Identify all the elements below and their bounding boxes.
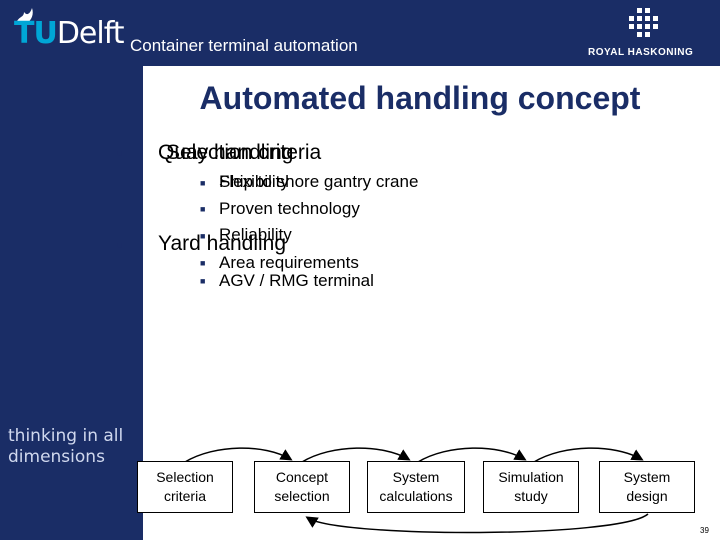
sub-bullet-agv-rmg: AGV / RMG terminal xyxy=(219,271,374,290)
sub-bullet-area: Area requirements xyxy=(219,253,359,272)
royal-haskoning-grid-icon xyxy=(629,8,658,37)
bullet-square-icon: ■ xyxy=(200,204,206,214)
arrow-3-4 xyxy=(417,447,527,463)
royal-haskoning-logo: ROYAL HASKONING xyxy=(588,47,694,58)
sub-bullet-reliability: Reliability xyxy=(219,225,292,244)
sidebar-tagline: thinking in all dimensions xyxy=(8,426,124,467)
bullet-square-icon: ■ xyxy=(117,240,123,250)
presentation-title: Container terminal automation xyxy=(130,36,358,55)
sub-bullet-sts-crane: Ship to shore gantry crane xyxy=(219,172,419,191)
tudelft-logo: TUDelft xyxy=(14,16,125,51)
flame-icon xyxy=(16,8,33,24)
arrow-4-5 xyxy=(533,447,644,463)
sidebar xyxy=(0,66,143,540)
bullet-quay-overlay: Selection criteria xyxy=(166,141,322,164)
sub-bullet-proven: Proven technology xyxy=(219,199,360,218)
sub-bullet-flexibility: Flexibility xyxy=(219,172,289,191)
bullet-quay-handling: Quay handling xyxy=(158,141,294,164)
bullet-square-icon: ■ xyxy=(200,231,206,241)
bullet-square-icon: ■ xyxy=(200,258,206,268)
arrow-2-3 xyxy=(301,447,411,463)
bullet-square-icon: ■ xyxy=(200,178,206,188)
slide-title: Automated handling concept xyxy=(199,80,641,116)
arrow-feedback xyxy=(305,513,649,534)
bullet-square-icon: ■ xyxy=(117,148,123,158)
arrow-1-2 xyxy=(184,447,293,463)
page-number: 39 xyxy=(700,526,709,535)
header-bar: TUDelft Container terminal automation RO… xyxy=(0,0,720,66)
bullet-yard-handling: Yard handling xyxy=(158,232,287,255)
bullet-square-icon: ■ xyxy=(200,276,206,286)
